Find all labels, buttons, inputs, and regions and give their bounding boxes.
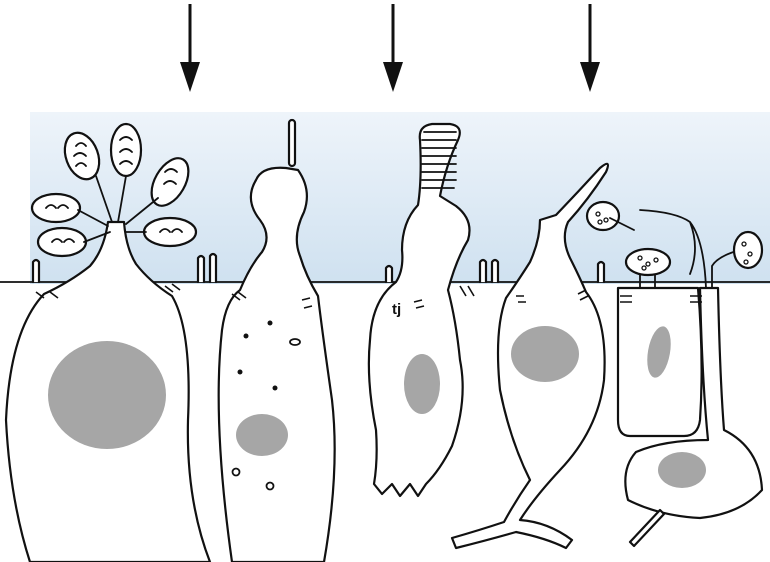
nucleus [236,414,288,456]
nucleus [48,341,166,449]
nucleus [658,452,706,488]
nucleus [404,354,440,414]
tj-label: tj [392,301,401,318]
stimulus-arrow [383,4,403,92]
nucleus [511,326,579,382]
cell-5 [618,288,702,436]
stimulus-arrow [180,4,200,92]
stimulus-arrow [580,4,600,92]
